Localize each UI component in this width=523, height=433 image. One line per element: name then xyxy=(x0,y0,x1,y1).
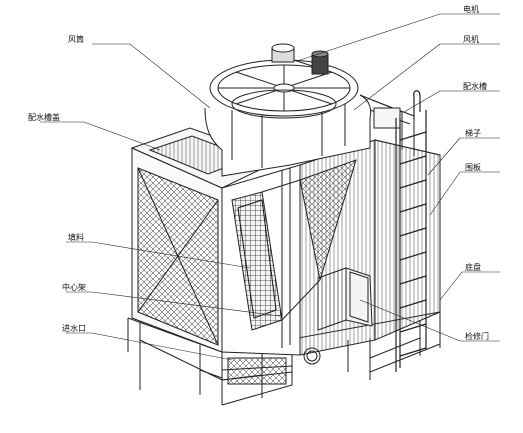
label-bottom-basin: 底盘 xyxy=(465,263,481,272)
label-access-door: 检修门 xyxy=(465,332,489,341)
label-water-basin: 配水槽盖 xyxy=(28,113,60,122)
leader-lines xyxy=(40,13,500,361)
fill-cutaway xyxy=(231,159,357,348)
label-fill: 填料 xyxy=(68,233,84,242)
label-center-frame: 中心架 xyxy=(62,283,86,292)
label-inlet: 进水口 xyxy=(62,324,86,333)
label-ladder: 梯子 xyxy=(465,129,481,138)
motor xyxy=(271,43,329,75)
label-motor: 电机 xyxy=(463,5,479,14)
label-fan-cover: 风筒 xyxy=(68,35,84,44)
ladder xyxy=(395,90,427,372)
label-water-distributor: 配水槽 xyxy=(463,82,487,91)
label-fan: 风机 xyxy=(463,35,479,44)
label-panel: 围板 xyxy=(465,163,481,172)
access-door xyxy=(317,267,373,331)
